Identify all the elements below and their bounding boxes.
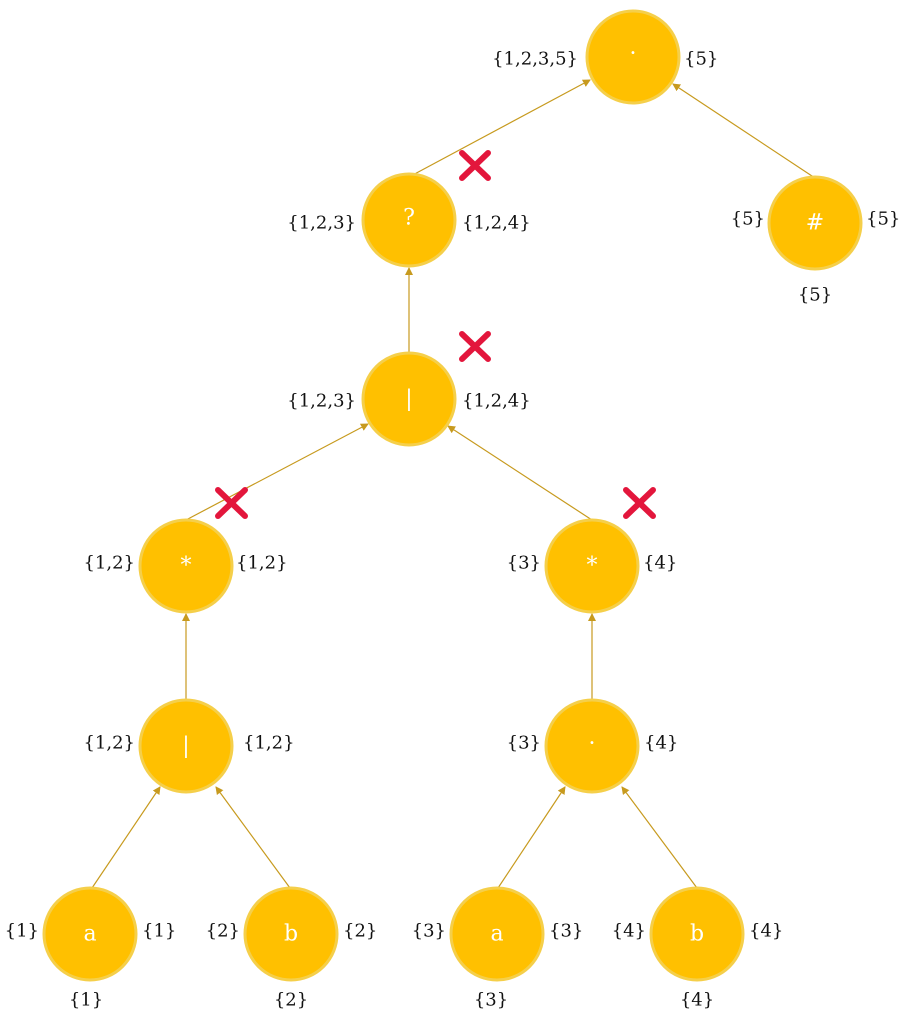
node-symbol: · xyxy=(589,732,596,757)
node-circle xyxy=(544,698,640,794)
node-circle xyxy=(138,518,234,614)
followpos-label: {4} xyxy=(680,990,714,1011)
firstpos-label: {1,2} xyxy=(83,733,135,754)
node-leaf-b4: b {4} {4} {4} xyxy=(612,886,783,1011)
node-circle xyxy=(243,886,339,982)
node-symbol: | xyxy=(405,387,412,412)
node-symbol: b xyxy=(284,922,298,947)
x-mark-star-left xyxy=(215,487,248,519)
followpos-label: {3} xyxy=(474,990,508,1011)
node-symbol: * xyxy=(587,554,598,579)
edge-question-to-root xyxy=(408,79,591,178)
node-symbol: · xyxy=(630,42,637,67)
node-symbol: a xyxy=(83,922,96,947)
followpos-label: {2} xyxy=(274,990,308,1011)
node-circle xyxy=(138,698,234,794)
x-mark-question xyxy=(459,150,491,181)
node-union-mid: | {1,2,3} {1,2,4} xyxy=(287,351,531,447)
node-symbol: * xyxy=(181,554,192,579)
firstpos-label: {2} xyxy=(206,921,240,942)
edge-leaf-a1-to-union-low xyxy=(91,786,161,889)
lastpos-label: {1,2} xyxy=(243,733,295,754)
followpos-label: {1} xyxy=(69,990,103,1011)
lastpos-label: {4} xyxy=(644,733,678,754)
firstpos-label: {3} xyxy=(507,553,541,574)
node-concat-low: · {3} {4} xyxy=(507,698,678,794)
lastpos-label: {1,2} xyxy=(236,553,288,574)
firstpos-label: {1} xyxy=(5,921,39,942)
node-leaf-a3: a {3} {3} {3} xyxy=(412,886,583,1011)
node-circle xyxy=(361,351,457,447)
lastpos-label: {2} xyxy=(343,921,377,942)
node-circle xyxy=(449,886,545,982)
edge-leaf-b2-to-union-low xyxy=(215,786,291,889)
edges xyxy=(91,79,816,889)
followpos-label: {5} xyxy=(798,285,832,306)
node-symbol: # xyxy=(806,211,824,236)
node-leaf-a1: a {1} {1} {1} xyxy=(5,886,176,1011)
firstpos-label: {5} xyxy=(731,209,765,230)
node-circle xyxy=(361,172,457,268)
node-leaf-b2: b {2} {2} {2} xyxy=(206,886,377,1011)
firstpos-label: {1,2,3,5} xyxy=(492,49,578,70)
lastpos-label: {1,2,4} xyxy=(462,213,531,234)
edge-end-marker-to-root xyxy=(672,83,816,179)
firstpos-label: {1,2,3} xyxy=(287,391,356,412)
firstpos-label: {4} xyxy=(612,921,646,942)
node-end-marker: # {5} {5} {5} xyxy=(731,175,900,306)
firstpos-label: {3} xyxy=(507,733,541,754)
node-symbol: a xyxy=(490,922,503,947)
node-circle xyxy=(42,886,138,982)
node-circle xyxy=(544,518,640,614)
node-union-low: | {1,2} {1,2} xyxy=(83,698,295,794)
firstpos-label: {3} xyxy=(412,921,446,942)
lastpos-label: {5} xyxy=(866,209,900,230)
node-symbol: b xyxy=(690,922,704,947)
lastpos-label: {5} xyxy=(684,49,718,70)
firstpos-label: {1,2,3} xyxy=(287,213,356,234)
node-symbol: | xyxy=(182,734,189,759)
node-star-right: * {3} {4} xyxy=(507,518,677,614)
x-mark-union-mid xyxy=(459,331,491,362)
node-star-left: * {1,2} {1,2} xyxy=(83,518,288,614)
edge-star-right-to-union-mid xyxy=(447,425,593,521)
lastpos-label: {1} xyxy=(142,921,176,942)
node-circle xyxy=(585,9,681,105)
x-mark-star-right xyxy=(623,487,656,519)
lastpos-label: {4} xyxy=(749,921,783,942)
edge-leaf-b4-to-concat-low xyxy=(621,786,698,889)
firstpos-label: {1,2} xyxy=(83,553,135,574)
node-circle xyxy=(649,886,745,982)
edge-star-left-to-union-mid xyxy=(185,423,369,521)
node-question: ? {1,2,3} {1,2,4} xyxy=(287,172,531,268)
lastpos-label: {3} xyxy=(549,921,583,942)
lastpos-label: {4} xyxy=(643,553,677,574)
node-circle xyxy=(767,175,863,271)
node-symbol: ? xyxy=(403,206,415,231)
node-root-concat: · {1,2,3,5} {5} xyxy=(492,9,718,105)
lastpos-label: {1,2,4} xyxy=(462,391,531,412)
edge-leaf-a3-to-concat-low xyxy=(497,786,566,889)
